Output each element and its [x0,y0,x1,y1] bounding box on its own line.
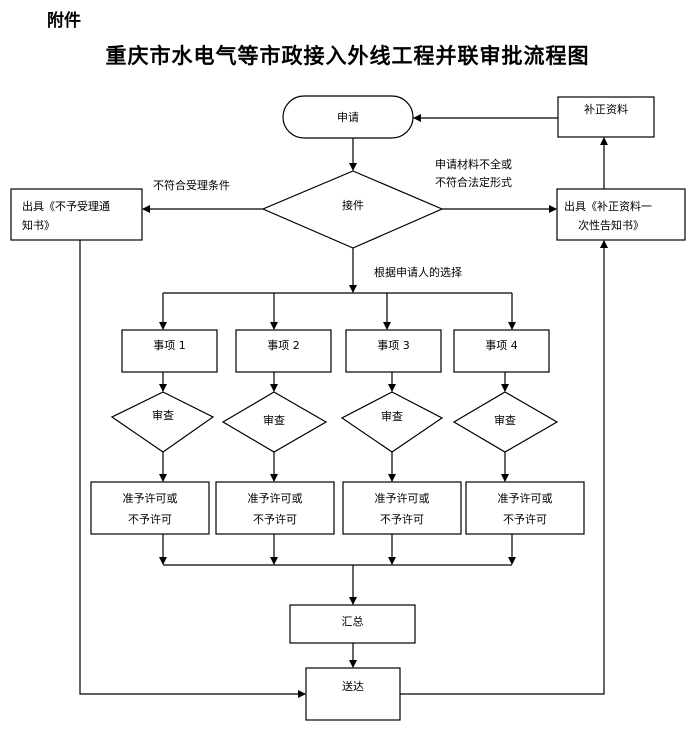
incomplete-line1: 申请材料不全或 [435,158,512,171]
result-4-node [465,481,585,535]
choice-label: 根据申请人的选择 [374,266,462,279]
accept-label: 接件 [342,199,364,212]
item-2-node [235,329,332,373]
review-1-label: 审查 [152,409,174,422]
result-3-line2: 不予许可 [380,513,424,526]
result-1-line1: 准予许可或 [122,492,178,505]
item-2-label: 事项 2 [267,339,300,352]
result-2-line2: 不予许可 [253,513,297,526]
page-title: 重庆市水电气等市政接入外线工程并联审批流程图 [105,43,590,68]
reject-notice-line2: 知书》 [22,219,55,232]
item-1-node [121,329,218,373]
deliver-label: 送达 [342,680,364,693]
item-4-label: 事项 4 [485,339,518,352]
result-4-line1: 准予许可或 [497,492,553,505]
supp-notice-node [556,188,686,241]
item-3-node [345,329,442,373]
review-4-label: 审查 [494,414,516,427]
apply-label: 申请 [337,111,359,124]
summary-label: 汇总 [341,615,364,628]
attachment-label: 附件 [47,11,81,31]
review-3-label: 审查 [381,410,403,423]
supp-notice-line1: 出具《补正资料一 [564,200,652,213]
result-2-line1: 准予许可或 [247,492,303,505]
supplement-label: 补正资料 [584,103,628,116]
reject-condition-label: 不符合受理条件 [153,179,230,192]
result-2-node [215,481,335,535]
result-3-line1: 准予许可或 [374,492,430,505]
result-1-line2: 不予许可 [128,513,172,526]
supp-notice-line2: 次性告知书》 [578,219,644,232]
reject-notice-node [10,188,143,241]
item-4-node [453,329,550,373]
result-4-line2: 不予许可 [503,513,547,526]
result-3-node [342,481,462,535]
review-2-label: 审查 [263,414,285,427]
arrow-deliver-suppnotice [400,240,608,695]
incomplete-line2: 不符合法定形式 [435,176,512,189]
item-3-label: 事项 3 [377,339,410,352]
result-1-node [90,481,210,535]
item-1-label: 事项 1 [153,339,186,352]
reject-notice-line1: 出具《不予受理通 [22,200,110,213]
arrow-reject-deliver [79,240,306,698]
